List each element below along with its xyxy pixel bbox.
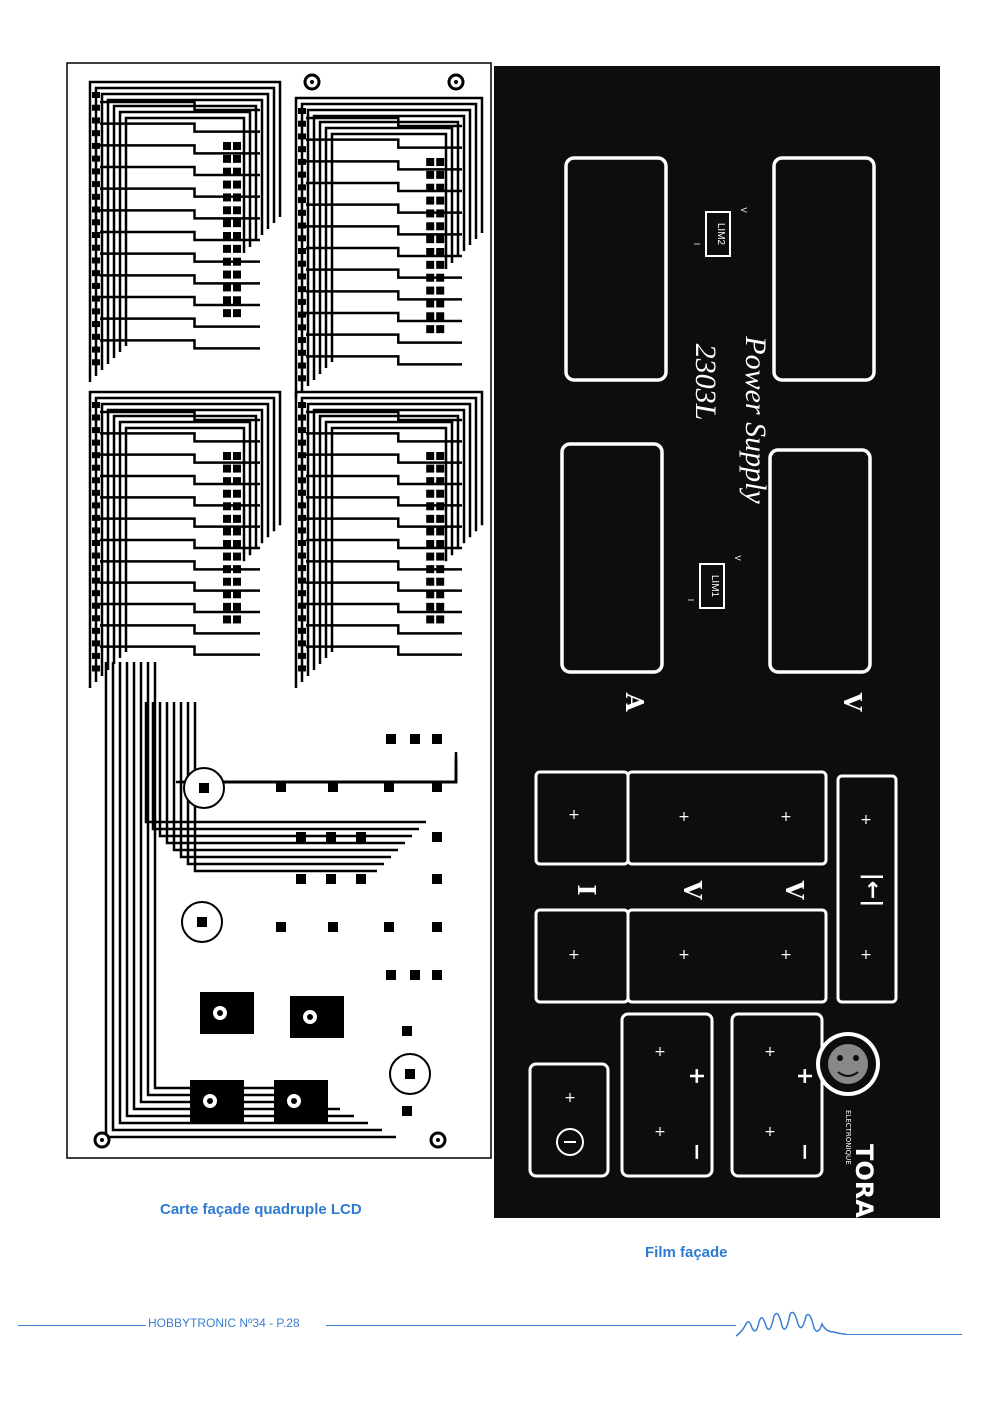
switch-label-i: I bbox=[572, 884, 601, 895]
lim1-v-label: V bbox=[733, 555, 742, 561]
key-plusminus-a bbox=[620, 1012, 714, 1178]
lcd-window bbox=[768, 448, 872, 674]
key-v-upper bbox=[626, 770, 828, 866]
film-model: 2303L bbox=[689, 344, 722, 421]
plus-mark: + bbox=[860, 812, 872, 828]
plus-mark: + bbox=[568, 807, 580, 823]
plus-label: + bbox=[792, 1067, 817, 1085]
lcd-window bbox=[564, 156, 668, 382]
return-key-symbol: |←| bbox=[860, 873, 885, 908]
footer-text: HOBBYTRONIC Nº34 - P.28 bbox=[148, 1316, 300, 1330]
brand-name: TORA bbox=[850, 1144, 878, 1218]
plus-label: + bbox=[684, 1067, 709, 1085]
minus-label: − bbox=[792, 1143, 817, 1161]
unit-v-label: V bbox=[838, 692, 867, 712]
footer-rule bbox=[326, 1325, 736, 1326]
brand-sub: ELECTRONIQUE bbox=[844, 1110, 852, 1165]
lim2-i-label: I bbox=[692, 243, 701, 245]
key-power bbox=[528, 1062, 610, 1178]
caption-film: Film façade bbox=[645, 1244, 728, 1261]
footer-rule bbox=[846, 1334, 962, 1335]
plus-mark: + bbox=[780, 809, 792, 825]
lim1-indicator bbox=[699, 563, 725, 609]
plus-mark: + bbox=[678, 947, 690, 963]
plus-mark: + bbox=[564, 1090, 576, 1106]
power-icon bbox=[556, 1128, 584, 1156]
lcd-window bbox=[772, 156, 876, 382]
lim1-label: LIM1 bbox=[709, 575, 720, 598]
lim2-label: LIM2 bbox=[715, 223, 726, 246]
key-plusminus-b bbox=[730, 1012, 824, 1178]
plus-mark: + bbox=[764, 1044, 776, 1060]
lim2-v-label: V bbox=[739, 207, 748, 213]
footer-rule bbox=[18, 1325, 146, 1326]
tiger-logo-icon bbox=[816, 1032, 880, 1096]
film-title: Power Supply bbox=[739, 335, 772, 504]
switch-label-v: V bbox=[780, 880, 809, 900]
pcb-artwork bbox=[66, 62, 492, 1159]
signal-wave-icon bbox=[735, 1311, 847, 1337]
plus-mark: + bbox=[654, 1124, 666, 1140]
lim2-indicator bbox=[705, 211, 731, 257]
lcd-window bbox=[560, 442, 664, 674]
unit-a-label: A bbox=[620, 692, 649, 712]
plus-mark: + bbox=[860, 947, 872, 963]
key-return bbox=[836, 774, 898, 1004]
plus-mark: + bbox=[764, 1124, 776, 1140]
film-facade: LIM2 V I LIM1 V I Power Supply 2303L A V… bbox=[494, 66, 940, 1218]
minus-label: − bbox=[684, 1143, 709, 1161]
plus-mark: + bbox=[654, 1044, 666, 1060]
caption-pcb: Carte façade quadruple LCD bbox=[160, 1201, 362, 1218]
switch-label-v: V bbox=[678, 880, 707, 900]
plus-mark: + bbox=[678, 809, 690, 825]
plus-mark: + bbox=[780, 947, 792, 963]
key-v-lower-b bbox=[626, 908, 828, 1004]
plus-mark: + bbox=[568, 947, 580, 963]
lim1-i-label: I bbox=[686, 599, 695, 601]
